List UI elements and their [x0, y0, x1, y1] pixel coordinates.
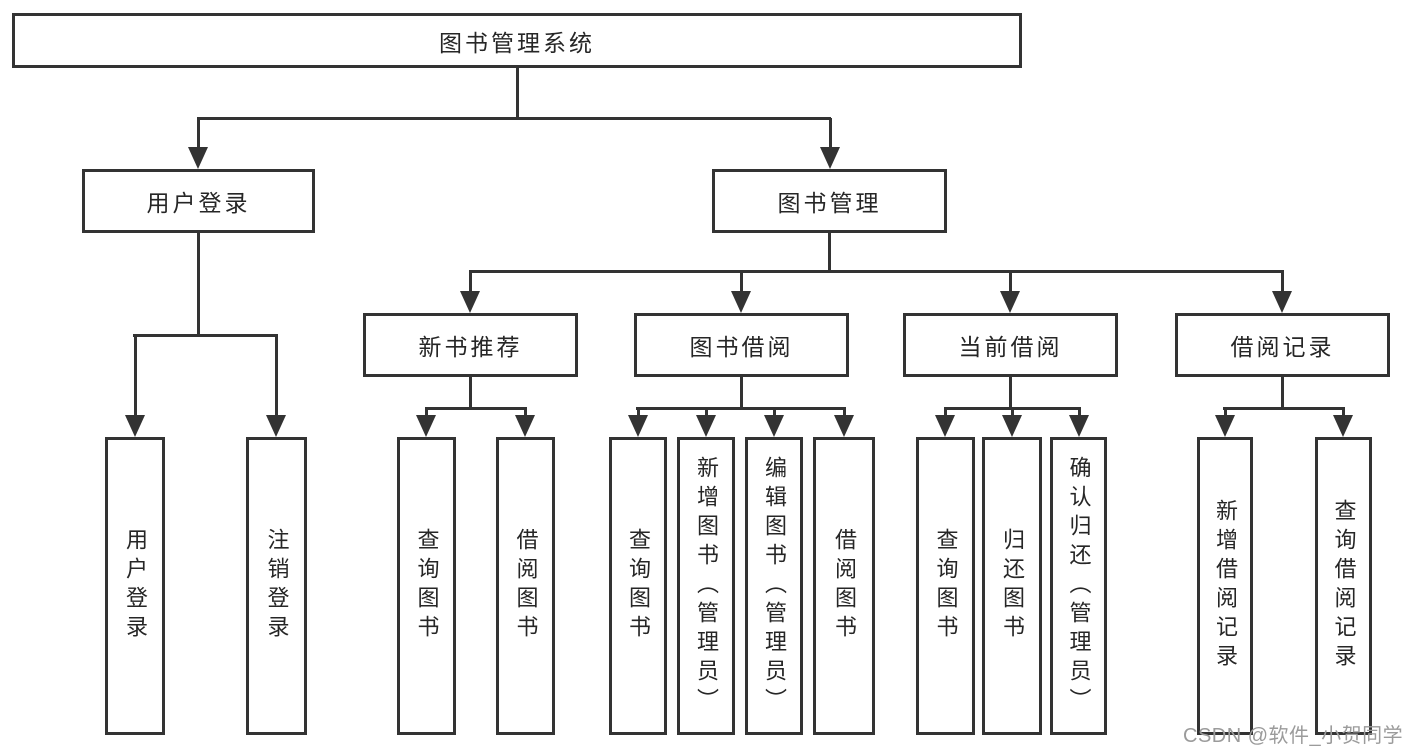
leaf-newbook-query: 查询图书: [397, 437, 456, 735]
arrow-to-leaf-borrow-add: [696, 408, 716, 437]
arrow-to-leaf-borrow-query: [628, 408, 648, 437]
node-new-book-recommend: 新书推荐: [363, 313, 578, 377]
arrow-to-leaf-current-confirm: [1069, 408, 1089, 437]
connector-stem-root: [516, 68, 519, 120]
arrow-to-leaf-newbook-query: [416, 408, 436, 437]
arrow-to-new-book: [460, 271, 480, 313]
leaf-borrow-book: 借阅图书: [813, 437, 875, 735]
connector-rail-book-borrow: [636, 407, 846, 410]
connector-stem-borrow-records: [1281, 377, 1284, 410]
leaf-record-add: 新增借阅记录: [1197, 437, 1253, 735]
node-book-borrow: 图书借阅: [634, 313, 849, 377]
connector-stem-user-login: [197, 233, 200, 337]
leaf-logout: 注销登录: [246, 437, 307, 735]
node-book-management: 图书管理: [712, 169, 947, 233]
arrow-to-leaf-user-login: [125, 336, 145, 437]
csdn-watermark: CSDN @软件_小贺同学: [1183, 725, 1404, 747]
arrow-to-user-login: [188, 118, 208, 169]
connector-stem-new-book: [469, 377, 472, 410]
connector-rail-top: [197, 117, 831, 120]
leaf-current-query: 查询图书: [916, 437, 975, 735]
arrow-to-current-borrow: [1000, 271, 1020, 313]
arrow-to-borrow-records: [1272, 271, 1292, 313]
connector-stem-current-borrow: [1009, 377, 1012, 410]
arrow-to-leaf-borrow-book: [834, 408, 854, 437]
node-root-system: 图书管理系统: [12, 13, 1022, 68]
leaf-record-query: 查询借阅记录: [1315, 437, 1372, 735]
arrow-to-book-borrow: [731, 271, 751, 313]
arrow-to-leaf-record-add: [1215, 408, 1235, 437]
connector-rail-borrow-records: [1223, 407, 1345, 410]
leaf-current-confirm-admin: 确认归还（管理员）: [1050, 437, 1107, 735]
node-borrow-records: 借阅记录: [1175, 313, 1390, 377]
connector-rail-new-book: [425, 407, 527, 410]
arrow-to-leaf-newbook-borrow: [515, 408, 535, 437]
arrow-to-leaf-logout: [266, 336, 286, 437]
leaf-borrow-edit-admin: 编辑图书（管理员）: [745, 437, 803, 735]
leaf-user-login: 用户登录: [105, 437, 165, 735]
leaf-borrow-query: 查询图书: [609, 437, 667, 735]
arrow-to-book-management: [820, 118, 840, 169]
arrow-to-leaf-borrow-edit: [764, 408, 784, 437]
leaf-newbook-borrow: 借阅图书: [496, 437, 555, 735]
arrow-to-leaf-current-query: [935, 408, 955, 437]
connector-stem-book-management: [828, 233, 831, 273]
node-user-login: 用户登录: [82, 169, 315, 233]
node-current-borrow: 当前借阅: [903, 313, 1118, 377]
connector-stem-book-borrow: [740, 377, 743, 410]
connector-rail-level2: [469, 270, 1284, 273]
connector-rail-user-login: [133, 334, 278, 337]
leaf-borrow-add-admin: 新增图书（管理员）: [677, 437, 735, 735]
leaf-current-return: 归还图书: [982, 437, 1042, 735]
arrow-to-leaf-record-query: [1333, 408, 1353, 437]
arrow-to-leaf-current-return: [1002, 408, 1022, 437]
